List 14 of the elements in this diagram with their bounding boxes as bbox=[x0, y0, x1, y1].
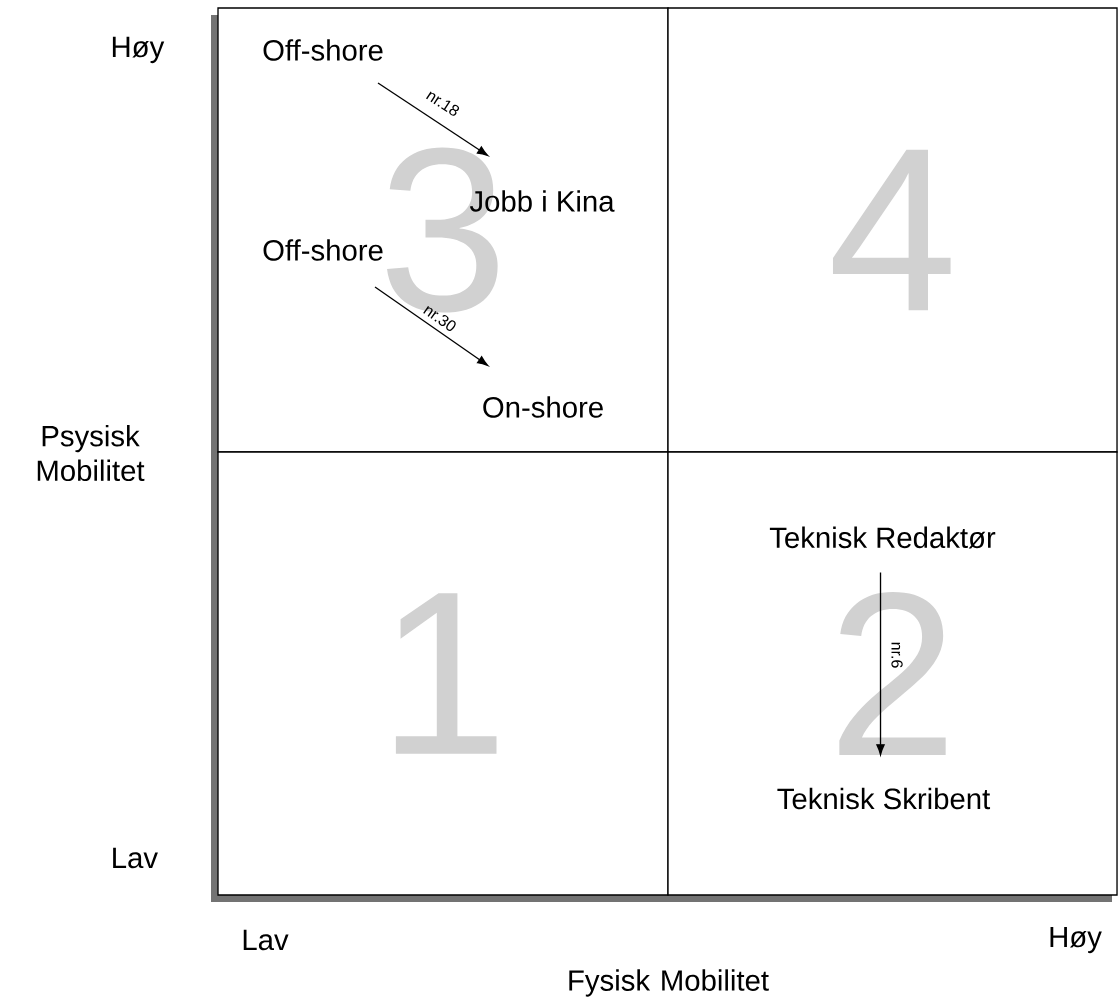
axis-label: Høy bbox=[112, 36, 165, 64]
edge-label: nr.18 bbox=[426, 91, 460, 116]
text-label: Teknisk Skribent bbox=[777, 787, 991, 810]
arrow bbox=[374, 286, 489, 366]
axis-label: Lav bbox=[243, 929, 289, 951]
text-label: Off-shore bbox=[263, 39, 383, 61]
text-label: Teknisk Redaktør bbox=[769, 526, 996, 549]
text-label: Off-shore bbox=[263, 239, 383, 261]
axis-label: Psysisk Mobilitet bbox=[37, 424, 145, 482]
arrow bbox=[377, 82, 489, 157]
text-label: On-shore bbox=[483, 396, 603, 418]
axis-label: Lav bbox=[113, 847, 158, 869]
axis-label: Fysisk Mobilitet bbox=[569, 969, 769, 997]
axis-label: Høy bbox=[1050, 926, 1102, 954]
